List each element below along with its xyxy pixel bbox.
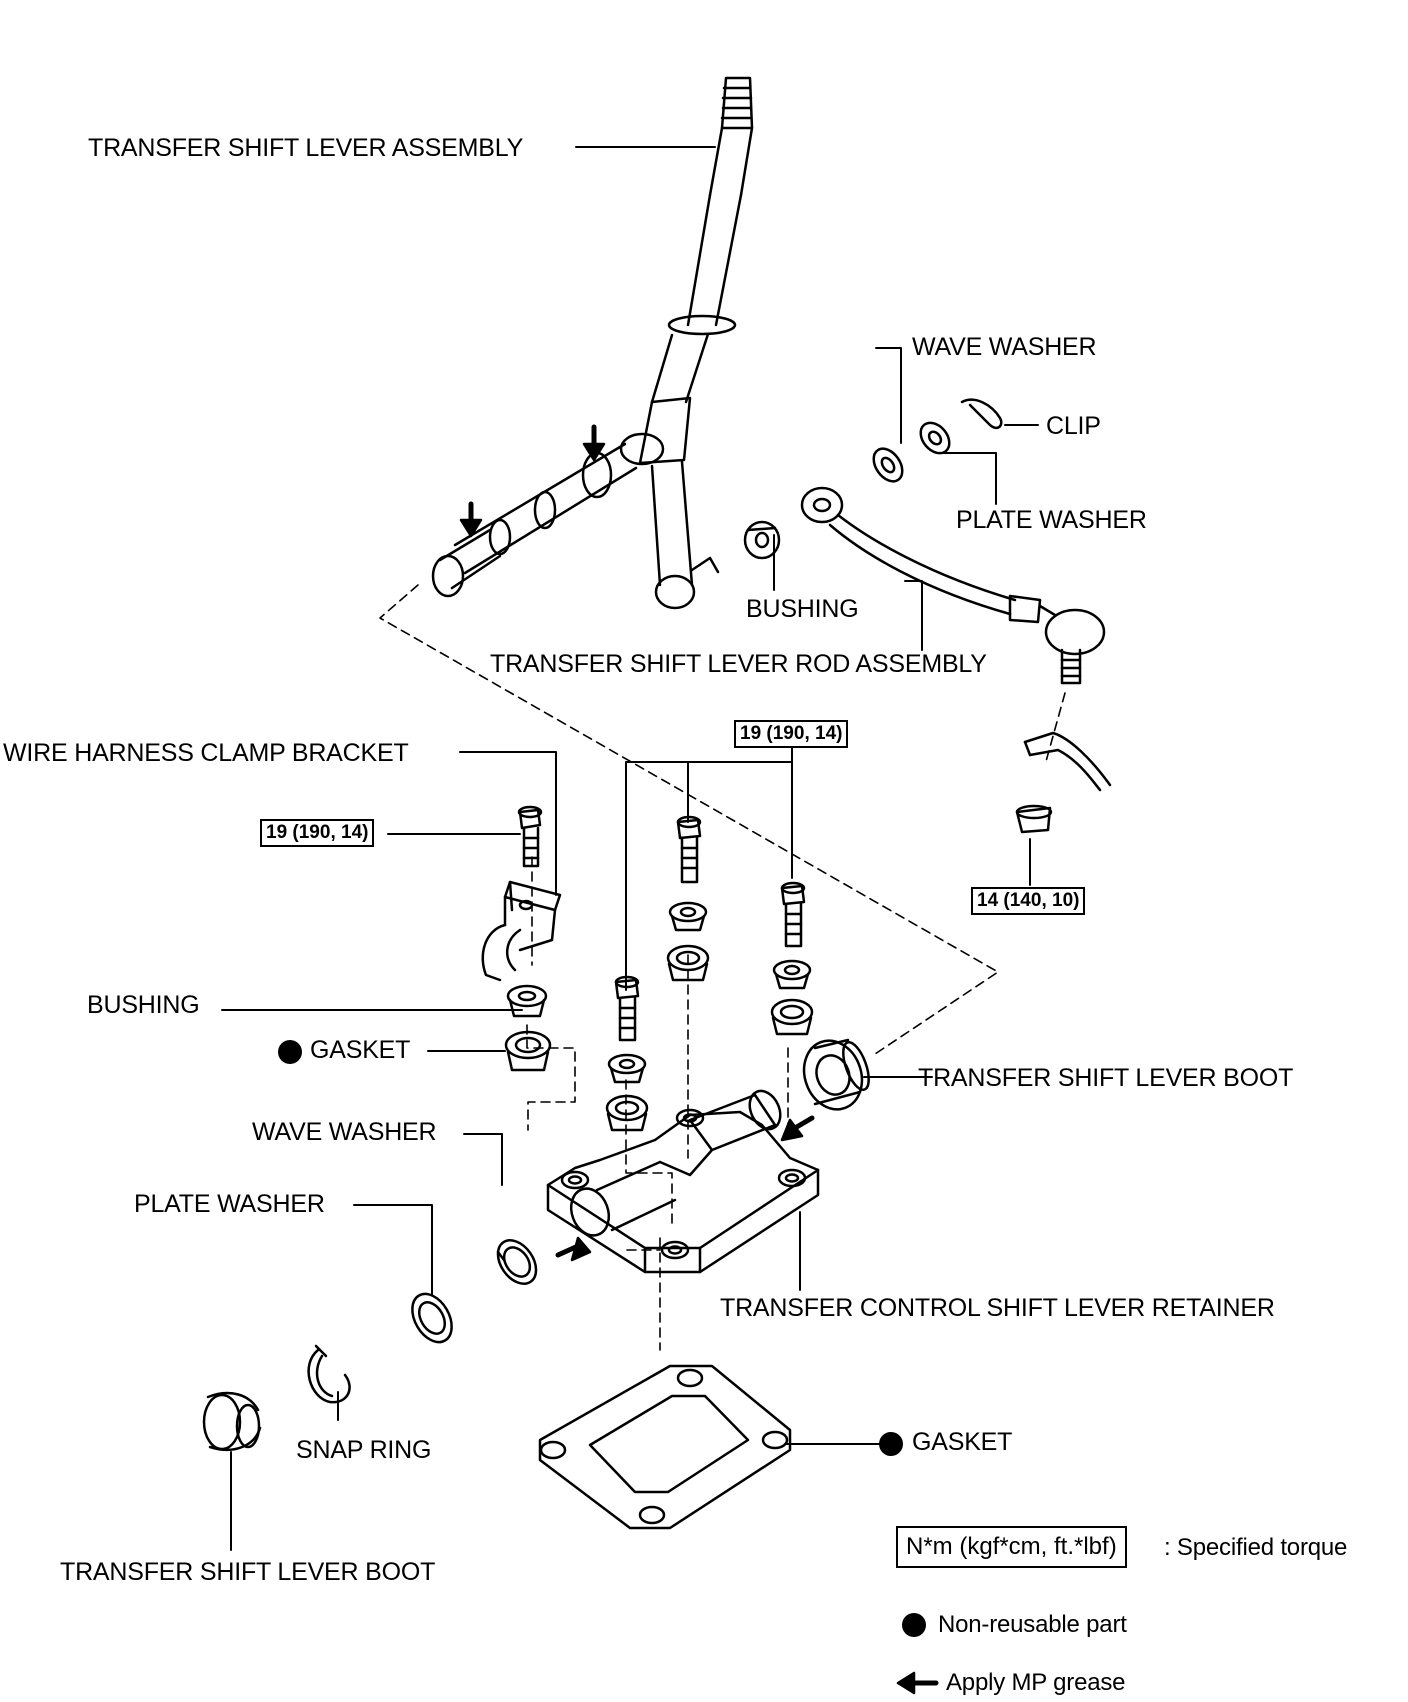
retainer-drawing <box>546 1089 820 1274</box>
legend-torque-text: : Specified torque <box>1164 1534 1348 1561</box>
bracket-drawing <box>481 805 562 982</box>
legend-torque-box: N*m (kgf*cm, ft.*lbf) <box>896 1526 1127 1568</box>
label-plate-washer-left: PLATE WASHER <box>134 1190 325 1218</box>
legend-grease-text: Apply MP grease <box>946 1669 1126 1696</box>
legend-grease-arrow-icon <box>896 1671 939 1695</box>
label-bushing-left: BUSHING <box>87 991 200 1019</box>
torque-nut: 14 (140, 10) <box>971 887 1086 915</box>
label-bushing-top: BUSHING <box>746 595 859 623</box>
label-retainer: TRANSFER CONTROL SHIFT LEVER RETAINER <box>720 1294 1275 1322</box>
label-wave-washer-left: WAVE WASHER <box>252 1118 437 1146</box>
shift-lever-drawing <box>431 76 754 610</box>
left-bushing-gasket-drawing <box>504 984 552 1072</box>
torque-retainer-bolts: 19 (190, 14) <box>734 720 849 748</box>
label-clip: CLIP <box>1046 412 1101 440</box>
right-boot-drawing <box>802 1038 870 1111</box>
non-reusable-icon <box>278 1040 302 1064</box>
label-gasket-bottom: GASKET <box>912 1428 1013 1456</box>
retainer-fasteners-drawing <box>605 815 814 1132</box>
torque-bracket-bolt: 19 (190, 14) <box>260 819 375 847</box>
label-boot-right: TRANSFER SHIFT LEVER BOOT <box>918 1064 1294 1092</box>
label-plate-washer-top: PLATE WASHER <box>956 506 1147 534</box>
bottom-gasket-drawing <box>538 1364 792 1530</box>
leader-lines <box>221 146 1039 1551</box>
label-rod-assembly: TRANSFER SHIFT LEVER ROD ASSEMBLY <box>490 650 987 678</box>
non-reusable-icon <box>879 1432 903 1456</box>
top-washers-drawing <box>743 398 1003 560</box>
label-shift-lever-assembly: TRANSFER SHIFT LEVER ASSEMBLY <box>88 134 524 162</box>
legend-non-reusable-icon <box>902 1613 926 1637</box>
label-gasket-left: GASKET <box>310 1036 411 1064</box>
label-wire-harness-bracket: WIRE HARNESS CLAMP BRACKET <box>3 739 409 767</box>
loose-parts-drawing <box>202 1239 538 1452</box>
label-snap-ring: SNAP RING <box>296 1436 432 1464</box>
label-boot-bottom: TRANSFER SHIFT LEVER BOOT <box>60 1558 436 1586</box>
legend-non-reusable-text: Non-reusable part <box>938 1611 1127 1638</box>
label-wave-washer-top: WAVE WASHER <box>912 333 1097 361</box>
rod-assembly-drawing <box>800 486 1112 834</box>
